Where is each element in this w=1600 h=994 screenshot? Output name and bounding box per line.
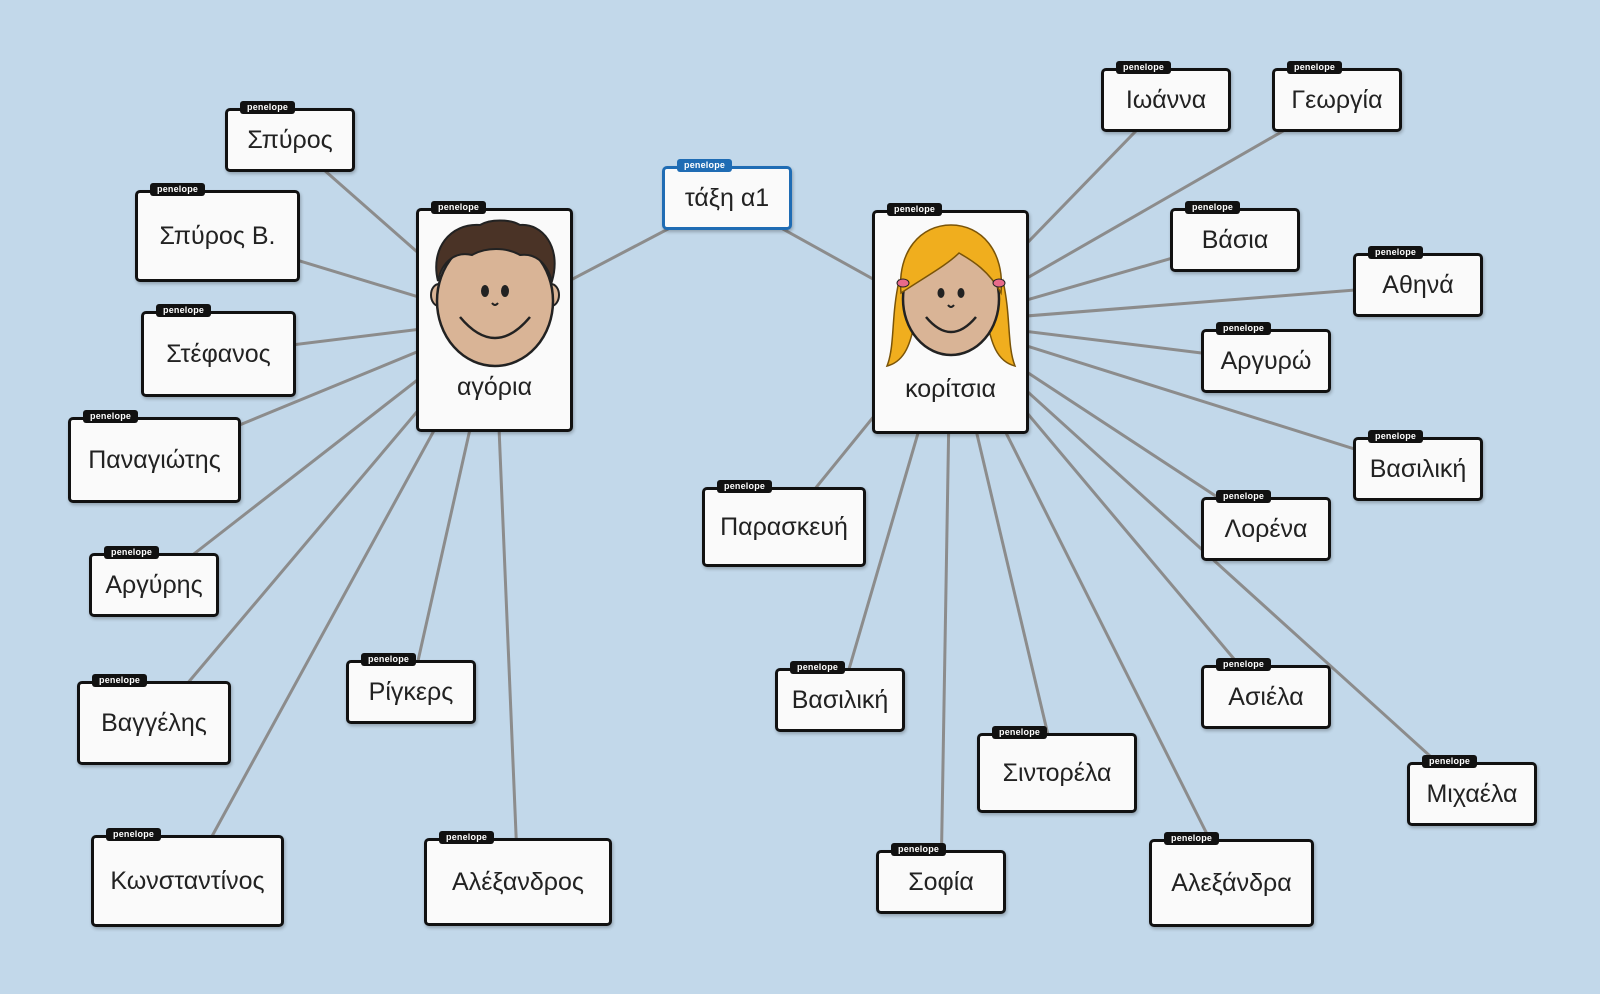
owner-tag: penelope (361, 653, 417, 666)
owner-tag: penelope (439, 831, 495, 844)
leaf-label: Στέφανος (166, 339, 271, 368)
leaf-label: Σιντορέλα (1002, 758, 1112, 787)
group-node-girls[interactable]: penelope κορίτσια (872, 203, 1029, 434)
owner-tag: penelope (150, 183, 206, 196)
leaf-label: Αλέξανδρος (452, 867, 584, 896)
leaf-label: Παρασκευή (720, 512, 848, 541)
leaf-label: Ιωάννα (1125, 85, 1207, 114)
owner-tag: penelope (1216, 322, 1272, 335)
leaf-label: Αθηνά (1382, 270, 1454, 299)
leaf-label: Αργύρης (105, 570, 203, 599)
owner-tag: penelope (677, 159, 733, 172)
leaf-label: Βασιλική (1369, 454, 1467, 483)
owner-tag: penelope (1185, 201, 1241, 214)
owner-tag: penelope (83, 410, 139, 423)
leaf-label: Βασιλική (791, 685, 889, 714)
leaf-label: Σπύρος (247, 125, 333, 154)
owner-tag: penelope (1368, 246, 1424, 259)
leaf-label: Λορένα (1224, 514, 1308, 543)
leaf-label: Σοφία (908, 867, 974, 896)
owner-tag: penelope (1368, 430, 1424, 443)
owner-tag: penelope (1422, 755, 1478, 768)
owner-tag: penelope (92, 674, 148, 687)
owner-tag: penelope (240, 101, 296, 114)
owner-tag: penelope (1216, 658, 1272, 671)
center-node[interactable]: penelope τάξη α1 (662, 159, 792, 230)
center-label: τάξη α1 (684, 183, 770, 212)
owner-tag: penelope (790, 661, 846, 674)
leaf-label: Γεωργία (1291, 85, 1383, 114)
group-node-boys[interactable]: penelope αγόρια (416, 201, 573, 432)
owner-tag: penelope (891, 843, 947, 856)
owner-tag: penelope (104, 546, 160, 559)
leaf-label: Αλεξάνδρα (1171, 868, 1292, 897)
leaf-label: Ασιέλα (1228, 682, 1304, 711)
boy-face-icon (429, 219, 560, 368)
leaf-label: Ρίγκερς (368, 677, 454, 706)
leaf-label: Σπύρος Β. (159, 221, 276, 250)
owner-tag: penelope (717, 480, 773, 493)
leaf-label: Παναγιώτης (88, 445, 221, 474)
owner-tag: penelope (431, 201, 487, 214)
owner-tag: penelope (887, 203, 943, 216)
owner-tag: penelope (156, 304, 212, 317)
leaf-label: Κωνσταντίνος (110, 866, 265, 895)
owner-tag: penelope (1287, 61, 1343, 74)
owner-tag: penelope (1216, 490, 1272, 503)
group-label: αγόρια (456, 373, 533, 401)
leaf-label: Αργυρώ (1220, 346, 1312, 375)
owner-tag: penelope (106, 828, 162, 841)
leaf-label: Μιχαέλα (1426, 779, 1518, 808)
owner-tag: penelope (1164, 832, 1220, 845)
leaf-label: Βάσια (1201, 225, 1269, 254)
group-label: κορίτσια (905, 375, 996, 403)
owner-tag: penelope (1116, 61, 1172, 74)
girl-face-icon (885, 224, 1016, 368)
owner-tag: penelope (992, 726, 1048, 739)
leaf-label: Βαγγέλης (101, 708, 207, 737)
